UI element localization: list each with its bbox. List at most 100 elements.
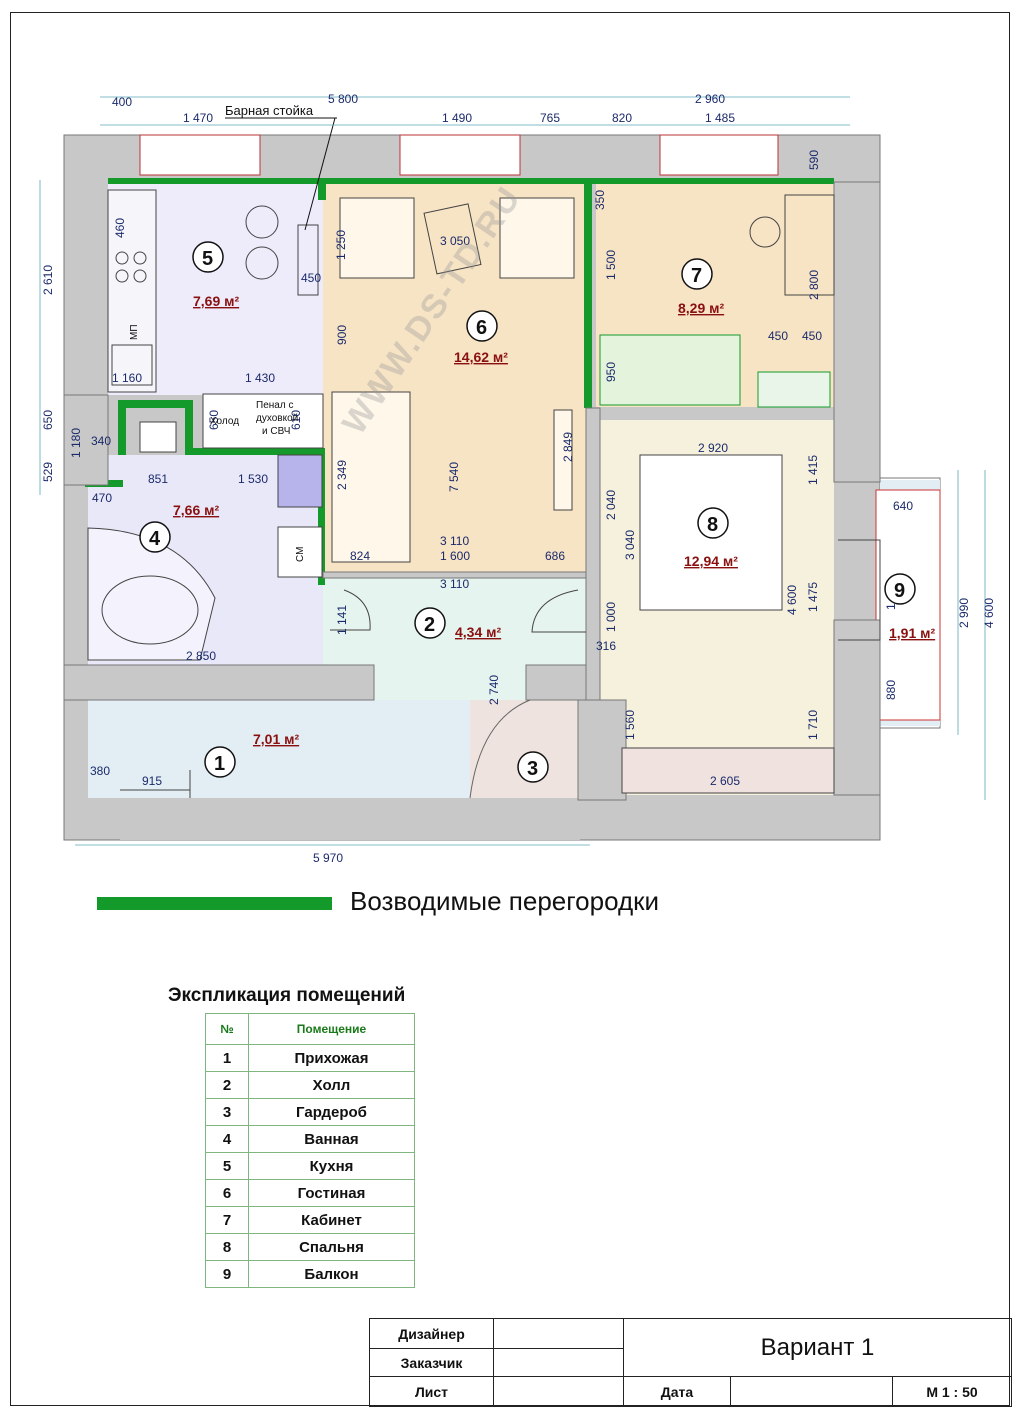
dim-top-820: 820 — [612, 111, 632, 125]
legend-text: Возводимые перегородки — [350, 886, 660, 916]
pantry-label-3: и СВЧ — [262, 426, 290, 437]
dim-top-1490: 1 490 — [442, 111, 472, 125]
inner-walls — [63, 181, 881, 801]
row-room: Балкон — [248, 1260, 415, 1288]
designer-label: Дизайнер — [369, 1318, 494, 1349]
dim-left-650: 650 — [41, 410, 55, 430]
designer-value — [493, 1318, 624, 1349]
date-value — [730, 1376, 893, 1407]
dim-left-1180: 1 180 — [69, 428, 83, 458]
dim-610: 610 — [289, 410, 303, 430]
dim-1560: 1 560 — [623, 710, 637, 740]
room-4-area: 7,66 м² — [173, 502, 219, 518]
room-3-number: 3 — [527, 758, 538, 780]
dim-470: 470 — [92, 491, 112, 505]
variant-title: Вариант 1 — [623, 1318, 1012, 1377]
row-room: Гостиная — [248, 1179, 415, 1207]
row-number: 7 — [205, 1206, 249, 1234]
dim-1600: 1 600 — [440, 549, 470, 563]
room-7-number: 7 — [691, 265, 702, 287]
dim-1430: 1 430 — [245, 371, 275, 385]
dim-880: 880 — [884, 680, 898, 700]
floor-plan: Барная стойка 400 1 470 5 800 1 490 765 … — [39, 92, 996, 865]
dim-1160: 1 160 — [112, 371, 142, 385]
room-5-number: 5 — [202, 248, 213, 270]
row-number: 4 — [205, 1125, 249, 1153]
dim-851: 851 — [148, 472, 168, 486]
dim-3040: 3 040 — [623, 530, 637, 560]
dim-2605: 2 605 — [710, 774, 740, 788]
room-4-number: 4 — [149, 528, 161, 550]
row-room: Гардероб — [248, 1098, 415, 1126]
room-9-area: 1,91 м² — [889, 625, 935, 641]
dim-top-5800: 5 800 — [328, 92, 358, 106]
dim-316: 316 — [596, 639, 616, 653]
dim-1415: 1 415 — [806, 455, 820, 485]
legend-swatch — [97, 897, 332, 910]
dim-left-529: 529 — [41, 462, 55, 482]
dim-top-2960: 2 960 — [695, 92, 725, 106]
dim-590: 590 — [807, 150, 821, 170]
callout-bar-counter: Барная стойка — [225, 103, 314, 118]
dim-bottom-5970: 5 970 — [313, 851, 343, 865]
dim-4600: 4 600 — [785, 585, 799, 615]
room-5-area: 7,69 м² — [193, 293, 239, 309]
dim-3050: 3 050 — [440, 234, 470, 248]
room-1-area: 7,01 м² — [253, 731, 299, 747]
dim-2349: 2 349 — [335, 460, 349, 490]
dim-left-2610: 2 610 — [41, 265, 55, 295]
dim-top-1485: 1 485 — [705, 111, 735, 125]
fridge-label: Холод — [210, 416, 239, 427]
dim-top-400: 400 — [112, 95, 132, 109]
scale-label: М 1 : 50 — [892, 1376, 1012, 1407]
dim-top-1470: 1 470 — [183, 111, 213, 125]
dim-2800: 2 800 — [807, 270, 821, 300]
dim-1475-a: 1 475 — [806, 582, 820, 612]
explication-title: Экспликация помещений — [168, 985, 406, 1006]
dim-1710: 1 710 — [806, 710, 820, 740]
row-room: Прихожая — [248, 1044, 415, 1072]
dim-824: 824 — [350, 549, 370, 563]
dim-686: 686 — [545, 549, 565, 563]
explication-header-row: № Помещение — [205, 1013, 415, 1045]
row-number: 5 — [205, 1152, 249, 1180]
dim-450-b: 450 — [768, 329, 788, 343]
dim-450-c: 450 — [802, 329, 822, 343]
dim-650: 650 — [207, 410, 221, 430]
windows — [139, 134, 941, 721]
dim-450-a: 450 — [301, 271, 321, 285]
washing-machine-label: СМ — [295, 547, 306, 562]
dim-2850: 2 850 — [186, 649, 216, 663]
dim-950: 950 — [604, 362, 618, 382]
row-room: Ванная — [248, 1125, 415, 1153]
row-room: Холл — [248, 1071, 415, 1099]
pantry-label-2: духовкой — [256, 413, 298, 424]
room-9-number: 9 — [894, 580, 905, 602]
dim-1530: 1 530 — [238, 472, 268, 486]
dim-640: 640 — [893, 499, 913, 513]
row-room: Кухня — [248, 1152, 415, 1180]
dim-1000: 1 000 — [604, 602, 618, 632]
room-1-number: 1 — [214, 753, 225, 775]
dim-3110-b: 3 110 — [440, 577, 469, 591]
customer-label: Заказчик — [369, 1348, 494, 1377]
col-number-header: № — [205, 1013, 249, 1045]
doors — [120, 539, 881, 798]
row-number: 2 — [205, 1071, 249, 1099]
sheet-value — [493, 1376, 624, 1407]
dim-340: 340 — [91, 434, 111, 448]
row-number: 9 — [205, 1260, 249, 1288]
dim-3110-a: 3 110 — [440, 534, 469, 548]
room-markers — [139, 241, 916, 783]
dim-right-4600: 4 600 — [982, 598, 996, 628]
dim-350: 350 — [593, 190, 607, 210]
row-room: Спальня — [248, 1233, 415, 1261]
room-2-area: 4,34 м² — [455, 624, 501, 640]
